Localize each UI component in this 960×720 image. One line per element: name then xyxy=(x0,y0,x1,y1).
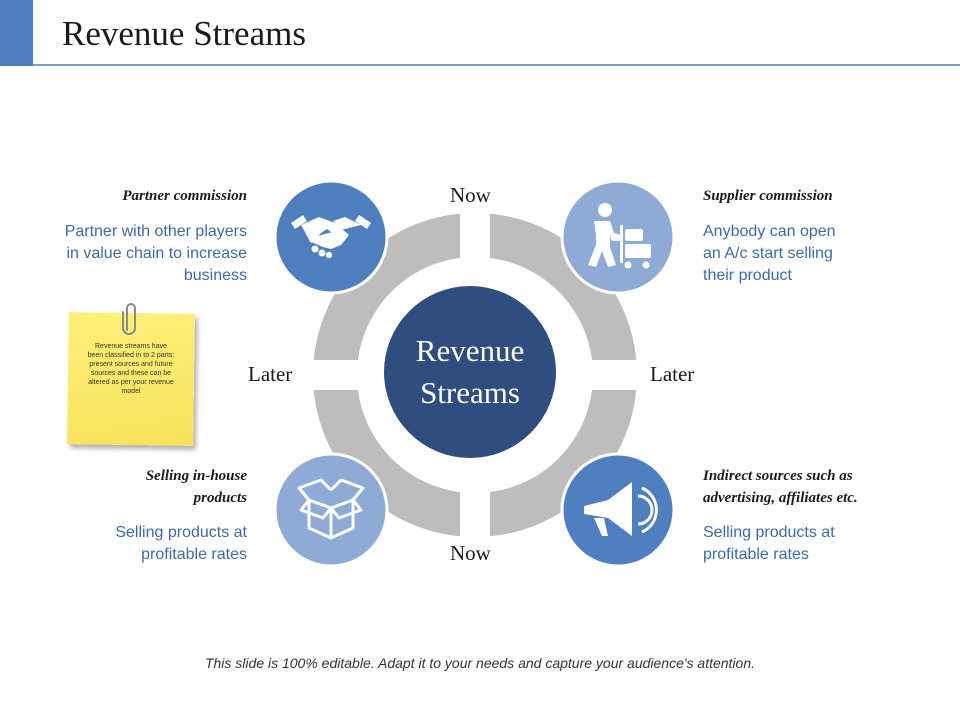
handshake-icon xyxy=(291,215,371,259)
note-line: been classified in to 2 parts: xyxy=(87,352,175,359)
body-line: business xyxy=(183,267,247,284)
later-label-left: Later xyxy=(248,362,293,386)
center-label-line-1: Revenue xyxy=(415,333,525,368)
paperclip-icon xyxy=(122,303,136,335)
selling-in-house-heading: Selling in-house products xyxy=(40,465,247,509)
later-label-right: Later xyxy=(650,362,695,386)
partner-commission-heading: Partner commission xyxy=(122,188,247,204)
title-accent-block xyxy=(0,0,33,66)
note-line: model xyxy=(121,388,141,395)
partner-commission-body: Partner with other players in value chai… xyxy=(22,221,247,287)
heading-line: products xyxy=(193,490,247,506)
note-line: Revenue streams have xyxy=(95,343,167,350)
center-label-line-2: Streams xyxy=(420,375,520,410)
body-line: Selling products at xyxy=(115,524,247,541)
heading-line: Selling in-house xyxy=(145,468,247,484)
body-line: Anybody can open xyxy=(703,223,836,240)
center-label: Revenue Streams xyxy=(385,330,555,414)
indirect-sources-heading: Indirect sources such as advertising, af… xyxy=(703,465,933,509)
body-line: profitable rates xyxy=(141,546,247,563)
note-line: present sources and future xyxy=(89,361,173,368)
note-line: sources and these can be xyxy=(90,370,172,377)
note-line: altered as per your revenue xyxy=(88,379,174,386)
title-underline xyxy=(33,64,960,66)
now-label-bottom: Now xyxy=(450,541,491,565)
slide-title: Revenue Streams xyxy=(62,14,306,53)
circle-bottom-left xyxy=(273,452,389,568)
supplier-commission-body: Anybody can open an A/c start selling th… xyxy=(703,221,878,287)
delivery-worker-icon xyxy=(588,203,651,269)
selling-in-house-body: Selling products at profitable rates xyxy=(40,522,247,566)
circle-top-right xyxy=(560,179,676,295)
circle-top-left xyxy=(273,179,389,295)
circle-bottom-right xyxy=(560,452,676,568)
body-line: in value chain to increase xyxy=(66,245,247,262)
footer-note: This slide is 100% editable. Adapt it to… xyxy=(204,655,756,671)
body-line: Partner with other players xyxy=(64,223,247,240)
body-line: their product xyxy=(703,267,792,284)
center-circle xyxy=(384,286,556,458)
sticky-note-text: Revenue streams have been classified in … xyxy=(76,342,186,396)
body-line: an A/c start selling xyxy=(703,245,833,262)
body-line: Selling products at xyxy=(703,524,835,541)
megaphone-icon xyxy=(584,482,658,536)
body-line: profitable rates xyxy=(703,546,809,563)
indirect-sources-body: Selling products at profitable rates xyxy=(703,522,903,566)
supplier-commission-heading: Supplier commission xyxy=(703,188,833,204)
heading-line: Indirect sources such as xyxy=(703,468,853,484)
now-label-top: Now xyxy=(450,183,491,207)
open-box-icon xyxy=(297,478,365,540)
heading-line: advertising, affiliates etc. xyxy=(703,490,858,506)
